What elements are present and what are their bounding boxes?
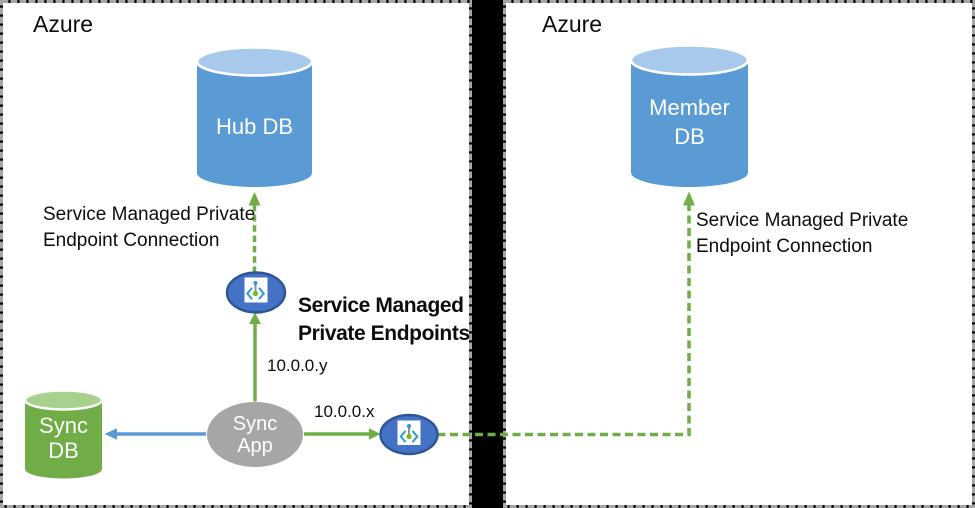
- ip-label-y: 10.0.0.y: [267, 356, 328, 375]
- private-endpoint-2: [379, 413, 439, 456]
- member-db-cylinder: [629, 44, 750, 187]
- left-region-border: [0, 0, 472, 508]
- hub-db-cylinder: [195, 46, 314, 187]
- right-connection-label: Service Managed Private Endpoint Connect…: [696, 208, 908, 260]
- syncapp-to-syncdb-arrow: [104, 428, 206, 440]
- divider-bar: [472, 0, 503, 508]
- left-connection-label-line2: Endpoint Connection: [43, 230, 220, 251]
- service-managed-private-endpoints-label: Service Managed Private Endpoints: [298, 292, 470, 348]
- syncapp-to-endpoint2-arrow: [304, 428, 381, 440]
- sync-app-ellipse: [207, 402, 303, 467]
- left-region-label: Azure: [33, 11, 94, 37]
- left-connection-label: Service Managed Private Endpoint Connect…: [43, 202, 255, 254]
- sync-db-cylinder: [23, 389, 104, 479]
- service-managed-private-endpoints-line2: Private Endpoints: [298, 322, 470, 345]
- sync-db-label: Sync DB: [39, 413, 88, 463]
- sync-app-label: Sync App: [232, 413, 278, 457]
- member-connection-dashed-arrow: [437, 191, 695, 437]
- right-region-label: Azure: [542, 11, 603, 37]
- syncapp-to-endpoint1-arrow: [249, 312, 261, 402]
- private-endpoint-1: [225, 271, 287, 314]
- right-region-border: [503, 0, 975, 508]
- hub-db-label: Hub DB: [215, 113, 294, 139]
- left-connection-label-line1: Service Managed Private: [43, 204, 256, 225]
- hub-connection-dashed-arrow: [248, 192, 261, 273]
- member-db-label: Member DB: [649, 95, 730, 149]
- ip-label-x: 10.0.0.x: [314, 402, 375, 421]
- service-managed-private-endpoints-line1: Service Managed: [298, 294, 464, 317]
- right-connection-label-line2: Endpoint Connection: [696, 236, 873, 257]
- right-connection-label-line1: Service Managed Private: [696, 210, 909, 231]
